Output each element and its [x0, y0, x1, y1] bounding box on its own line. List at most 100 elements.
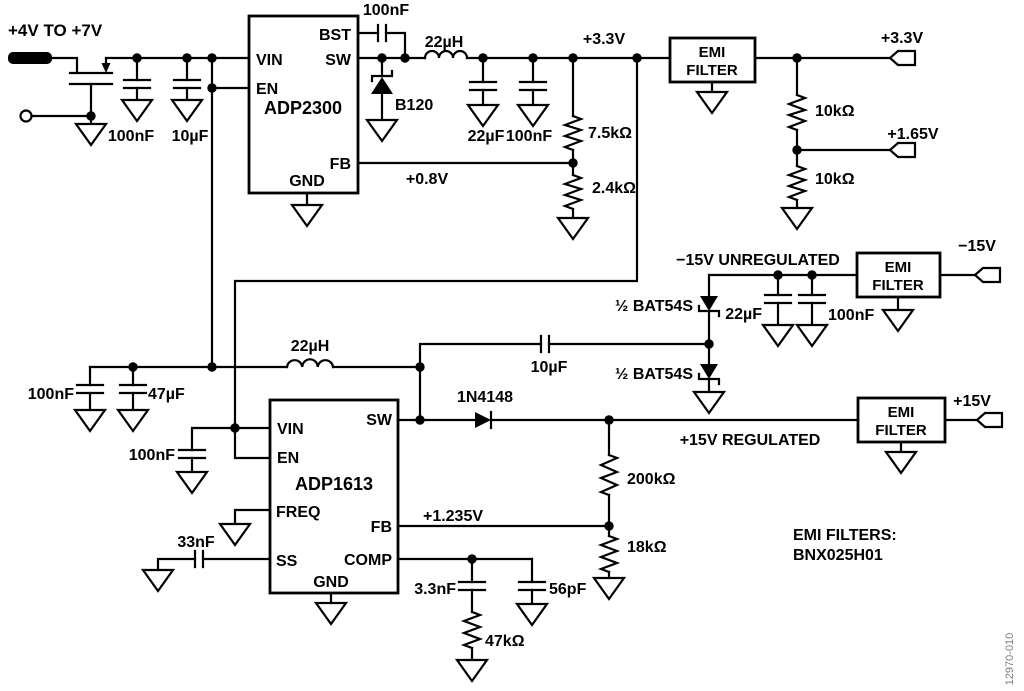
- stage2-cap-47uf: [118, 383, 148, 395]
- out-cap-22uf-label: 22µF: [468, 128, 505, 145]
- emi-filter-pos15-line1: EMI: [888, 404, 915, 421]
- emi-filter-3v3-line2: FILTER: [686, 62, 738, 79]
- adp2300-pin-vin: VIN: [256, 52, 283, 69]
- pmos-switch: [19, 56, 114, 123]
- out-3v3-label: +3.3V: [881, 30, 924, 47]
- adp1613-pin-ss: SS: [276, 553, 298, 570]
- adp2300-pin-bst: BST: [319, 27, 351, 44]
- res-7k5-label: 7.5kΩ: [588, 125, 632, 142]
- bst-capacitor: [376, 23, 388, 43]
- out-cap-100nf-label: 100nF: [506, 128, 552, 145]
- emi-filter-neg15-line1: EMI: [885, 259, 912, 276]
- comp-cap-56pf: [517, 580, 547, 592]
- comp-cap-3n3: [457, 580, 487, 592]
- emi-note-line2: BNX025H01: [793, 547, 883, 564]
- wires: [30, 31, 979, 662]
- stage2-cap-100nf: [75, 383, 105, 395]
- junction-dots: [86, 53, 817, 564]
- pos15-reg-label: +15V REGULATED: [680, 432, 821, 449]
- rail-3v3-label: +3.3V: [583, 31, 626, 48]
- figure-id: 12970-010: [1004, 633, 1016, 686]
- fb-1v235-label: +1.235V: [423, 508, 483, 525]
- adp2300-pin-gnd: GND: [289, 173, 325, 190]
- connector-3v3: [888, 49, 917, 67]
- input-range-label: +4V TO +7V: [8, 21, 103, 40]
- stage2-cap-100nf-label: 100nF: [28, 386, 74, 403]
- buck-inductor: [423, 49, 469, 60]
- comp-cap-3n3-label: 3.3nF: [414, 581, 456, 598]
- emi-filter-pos15: EMI FILTER: [856, 396, 947, 444]
- res-10k-bottom-label: 10kΩ: [815, 171, 855, 188]
- out-neg15-label: −15V: [958, 238, 996, 255]
- ss-cap-33nf: [193, 549, 205, 569]
- neg15-unreg-label: −15V UNREGULATED: [676, 252, 840, 269]
- pump-cap-label: 10µF: [531, 359, 568, 376]
- emi-note-line1: EMI FILTERS:: [793, 527, 897, 544]
- comp-cap-56pf-label: 56pF: [549, 581, 587, 598]
- adp1613-pin-gnd: GND: [313, 574, 349, 591]
- fb-resistor-7k5: [561, 114, 585, 152]
- out-1v65-label: +1.65V: [887, 126, 938, 143]
- neg15-cap-100nf: [797, 293, 827, 305]
- comp-res-47k-label: 47kΩ: [485, 633, 525, 650]
- adp1613-pin-sw: SW: [366, 412, 393, 429]
- enable-terminal-circle: [19, 109, 33, 123]
- diode-1n4148-label: 1N4148: [457, 389, 513, 406]
- adp2300-pin-en: EN: [256, 81, 278, 98]
- comp-resistor-47k: [460, 610, 484, 650]
- bat54s-diode-bottom: [697, 364, 721, 386]
- neg15-cap-22uf: [763, 293, 793, 305]
- input-terminal-bar: [8, 52, 52, 64]
- res-10k-top-label: 10kΩ: [815, 103, 855, 120]
- fb-0v8-label: +0.8V: [406, 171, 449, 188]
- input-cap-100nf: [122, 78, 152, 90]
- res-18k-label: 18kΩ: [627, 539, 667, 556]
- divider-resistor-10k-top: [785, 93, 809, 132]
- bst-cap-label: 100nF: [363, 2, 409, 19]
- emi-filter-pos15-line2: FILTER: [875, 422, 927, 439]
- adp2300-name: ADP2300: [264, 98, 342, 118]
- connector-neg15: [973, 266, 1002, 284]
- fb-resistor-18k: [597, 534, 621, 574]
- divider-resistor-10k-bottom: [785, 164, 809, 202]
- boost-inductor-label: 22µH: [291, 338, 330, 355]
- adp2300-ic: VIN EN BST SW FB GND ADP2300: [247, 14, 360, 195]
- input-cap1-label: 100nF: [108, 128, 154, 145]
- b120-label: B120: [395, 97, 433, 114]
- adp1613-pin-fb: FB: [371, 519, 392, 536]
- diode-1n4148: [475, 410, 493, 430]
- bat54s-diode-top: [697, 296, 721, 318]
- emi-filter-3v3: EMI FILTER: [668, 36, 757, 84]
- adp1613-pin-freq: FREQ: [276, 504, 320, 521]
- fb-resistor-200k: [598, 453, 620, 497]
- bat54s-bottom-label: ½ BAT54S: [615, 366, 693, 383]
- boost-inductor: [285, 358, 335, 369]
- res-200k-label: 200kΩ: [627, 471, 676, 488]
- adp1613-pin-vin: VIN: [277, 421, 304, 438]
- adp1613-pin-en: EN: [277, 450, 299, 467]
- connector-1v65: [888, 141, 917, 159]
- fb-resistor-2k4: [561, 173, 585, 211]
- pump-cap-10uf: [539, 334, 551, 354]
- adp1613-name: ADP1613: [295, 474, 373, 494]
- out-pos15-label: +15V: [953, 393, 991, 410]
- stage2-cap-47uf-label: 47µF: [148, 386, 185, 403]
- emi-filter-3v3-line1: EMI: [699, 44, 726, 61]
- output-cap-22uf: [468, 80, 498, 92]
- bat54s-top-label: ½ BAT54S: [615, 298, 693, 315]
- input-cap2-label: 10µF: [172, 128, 209, 145]
- emi-filter-neg15: EMI FILTER: [855, 251, 942, 299]
- buck-inductor-label: 22µH: [425, 34, 464, 51]
- input-cap-10uf: [172, 78, 202, 90]
- en-cap-label: 100nF: [129, 447, 175, 464]
- ground-symbols: [72, 90, 919, 683]
- output-cap-100nf: [518, 80, 548, 92]
- adp2300-pin-sw: SW: [325, 52, 352, 69]
- neg15-cap-22uf-label: 22µF: [725, 306, 762, 323]
- b120-schottky-diode: [370, 69, 394, 94]
- connector-pos15: [975, 411, 1004, 429]
- emi-filter-neg15-line2: FILTER: [872, 277, 924, 294]
